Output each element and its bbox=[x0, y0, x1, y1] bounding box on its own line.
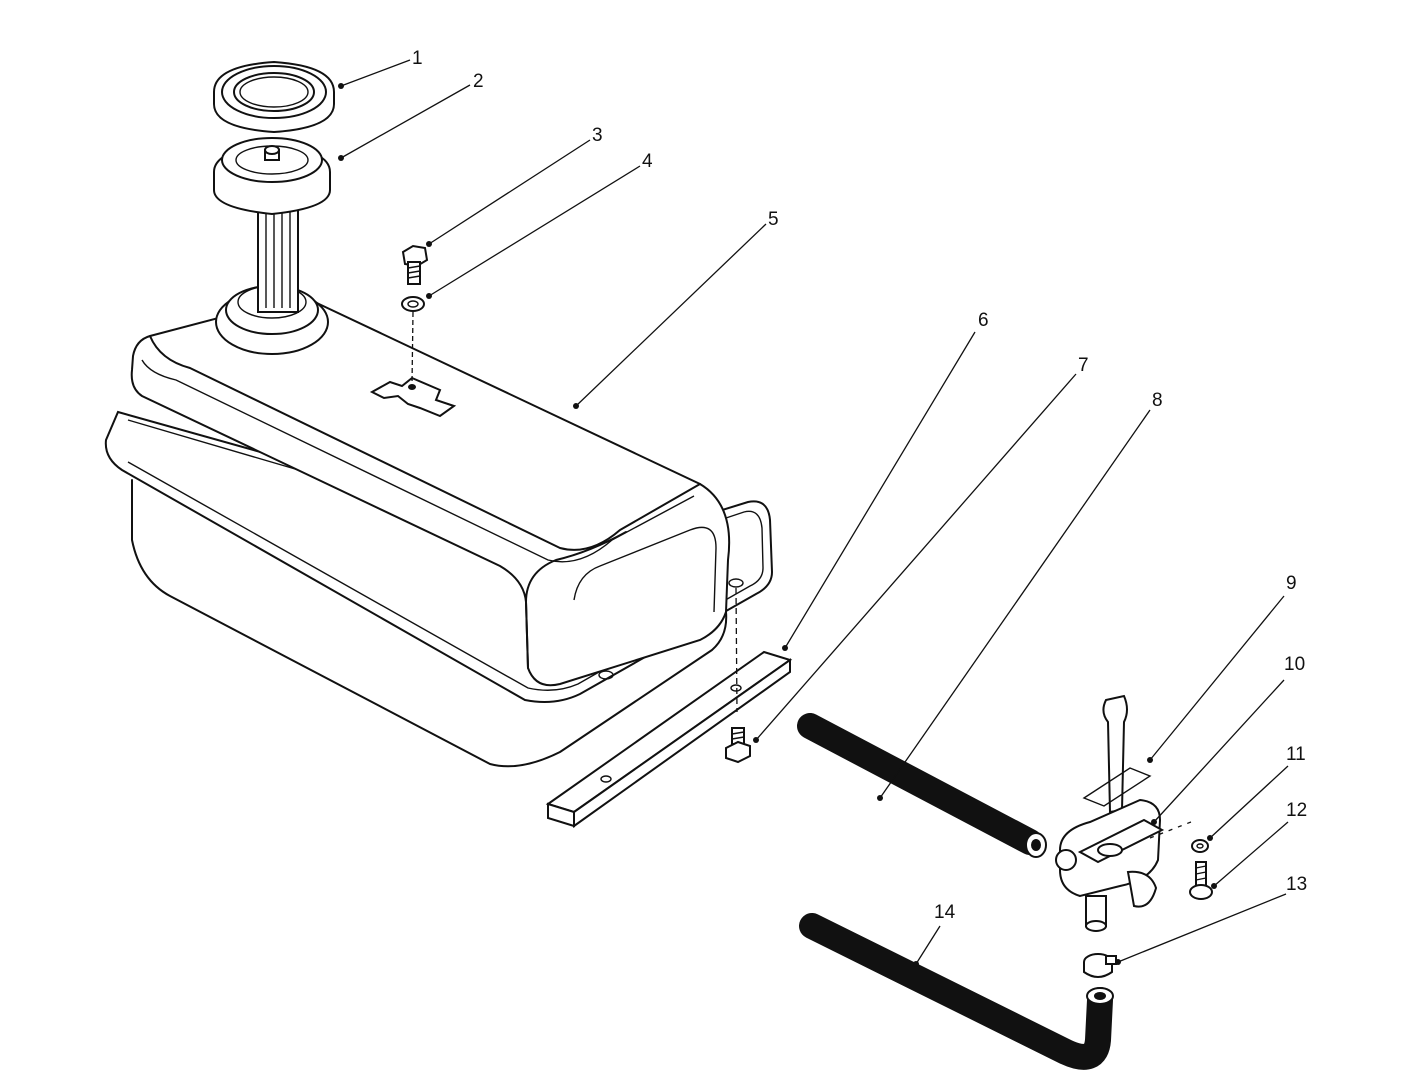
fuel-cap bbox=[213, 60, 335, 134]
callout-4: 4 bbox=[642, 151, 653, 172]
callout-5: 5 bbox=[768, 209, 779, 230]
callout-7: 7 bbox=[1078, 355, 1089, 376]
hose-clamp bbox=[1083, 953, 1117, 978]
mounting-strap bbox=[545, 650, 793, 828]
hex-nut bbox=[725, 727, 751, 764]
fuel-shutoff-valve bbox=[1055, 694, 1197, 932]
lock-washer bbox=[1191, 839, 1209, 853]
callout-2: 2 bbox=[473, 71, 484, 92]
bolt bbox=[401, 244, 429, 285]
callout-3: 3 bbox=[592, 125, 603, 146]
screw bbox=[1189, 861, 1213, 900]
callout-9: 9 bbox=[1286, 573, 1297, 594]
callout-12: 12 bbox=[1286, 800, 1307, 821]
callout-11: 11 bbox=[1286, 744, 1306, 765]
callout-labels: 1 2 3 4 5 6 7 8 9 10 11 12 13 14 bbox=[412, 48, 1307, 923]
callout-14: 14 bbox=[934, 902, 956, 923]
washer bbox=[401, 296, 425, 312]
callout-leaders bbox=[338, 59, 1289, 967]
fuel-hose bbox=[799, 913, 1114, 1070]
callout-8: 8 bbox=[1152, 390, 1163, 411]
callout-6: 6 bbox=[978, 310, 989, 331]
callout-13: 13 bbox=[1286, 874, 1307, 895]
fuel-gauge-assembly bbox=[213, 137, 331, 313]
tank-mount-bracket bbox=[369, 376, 457, 418]
fuel-line bbox=[797, 713, 1047, 858]
callout-1: 1 bbox=[412, 48, 423, 69]
callout-10: 10 bbox=[1284, 654, 1305, 675]
fuel-tank bbox=[104, 294, 774, 768]
bolt-alignment-line bbox=[411, 311, 414, 385]
strap-alignment-line bbox=[735, 587, 738, 713]
